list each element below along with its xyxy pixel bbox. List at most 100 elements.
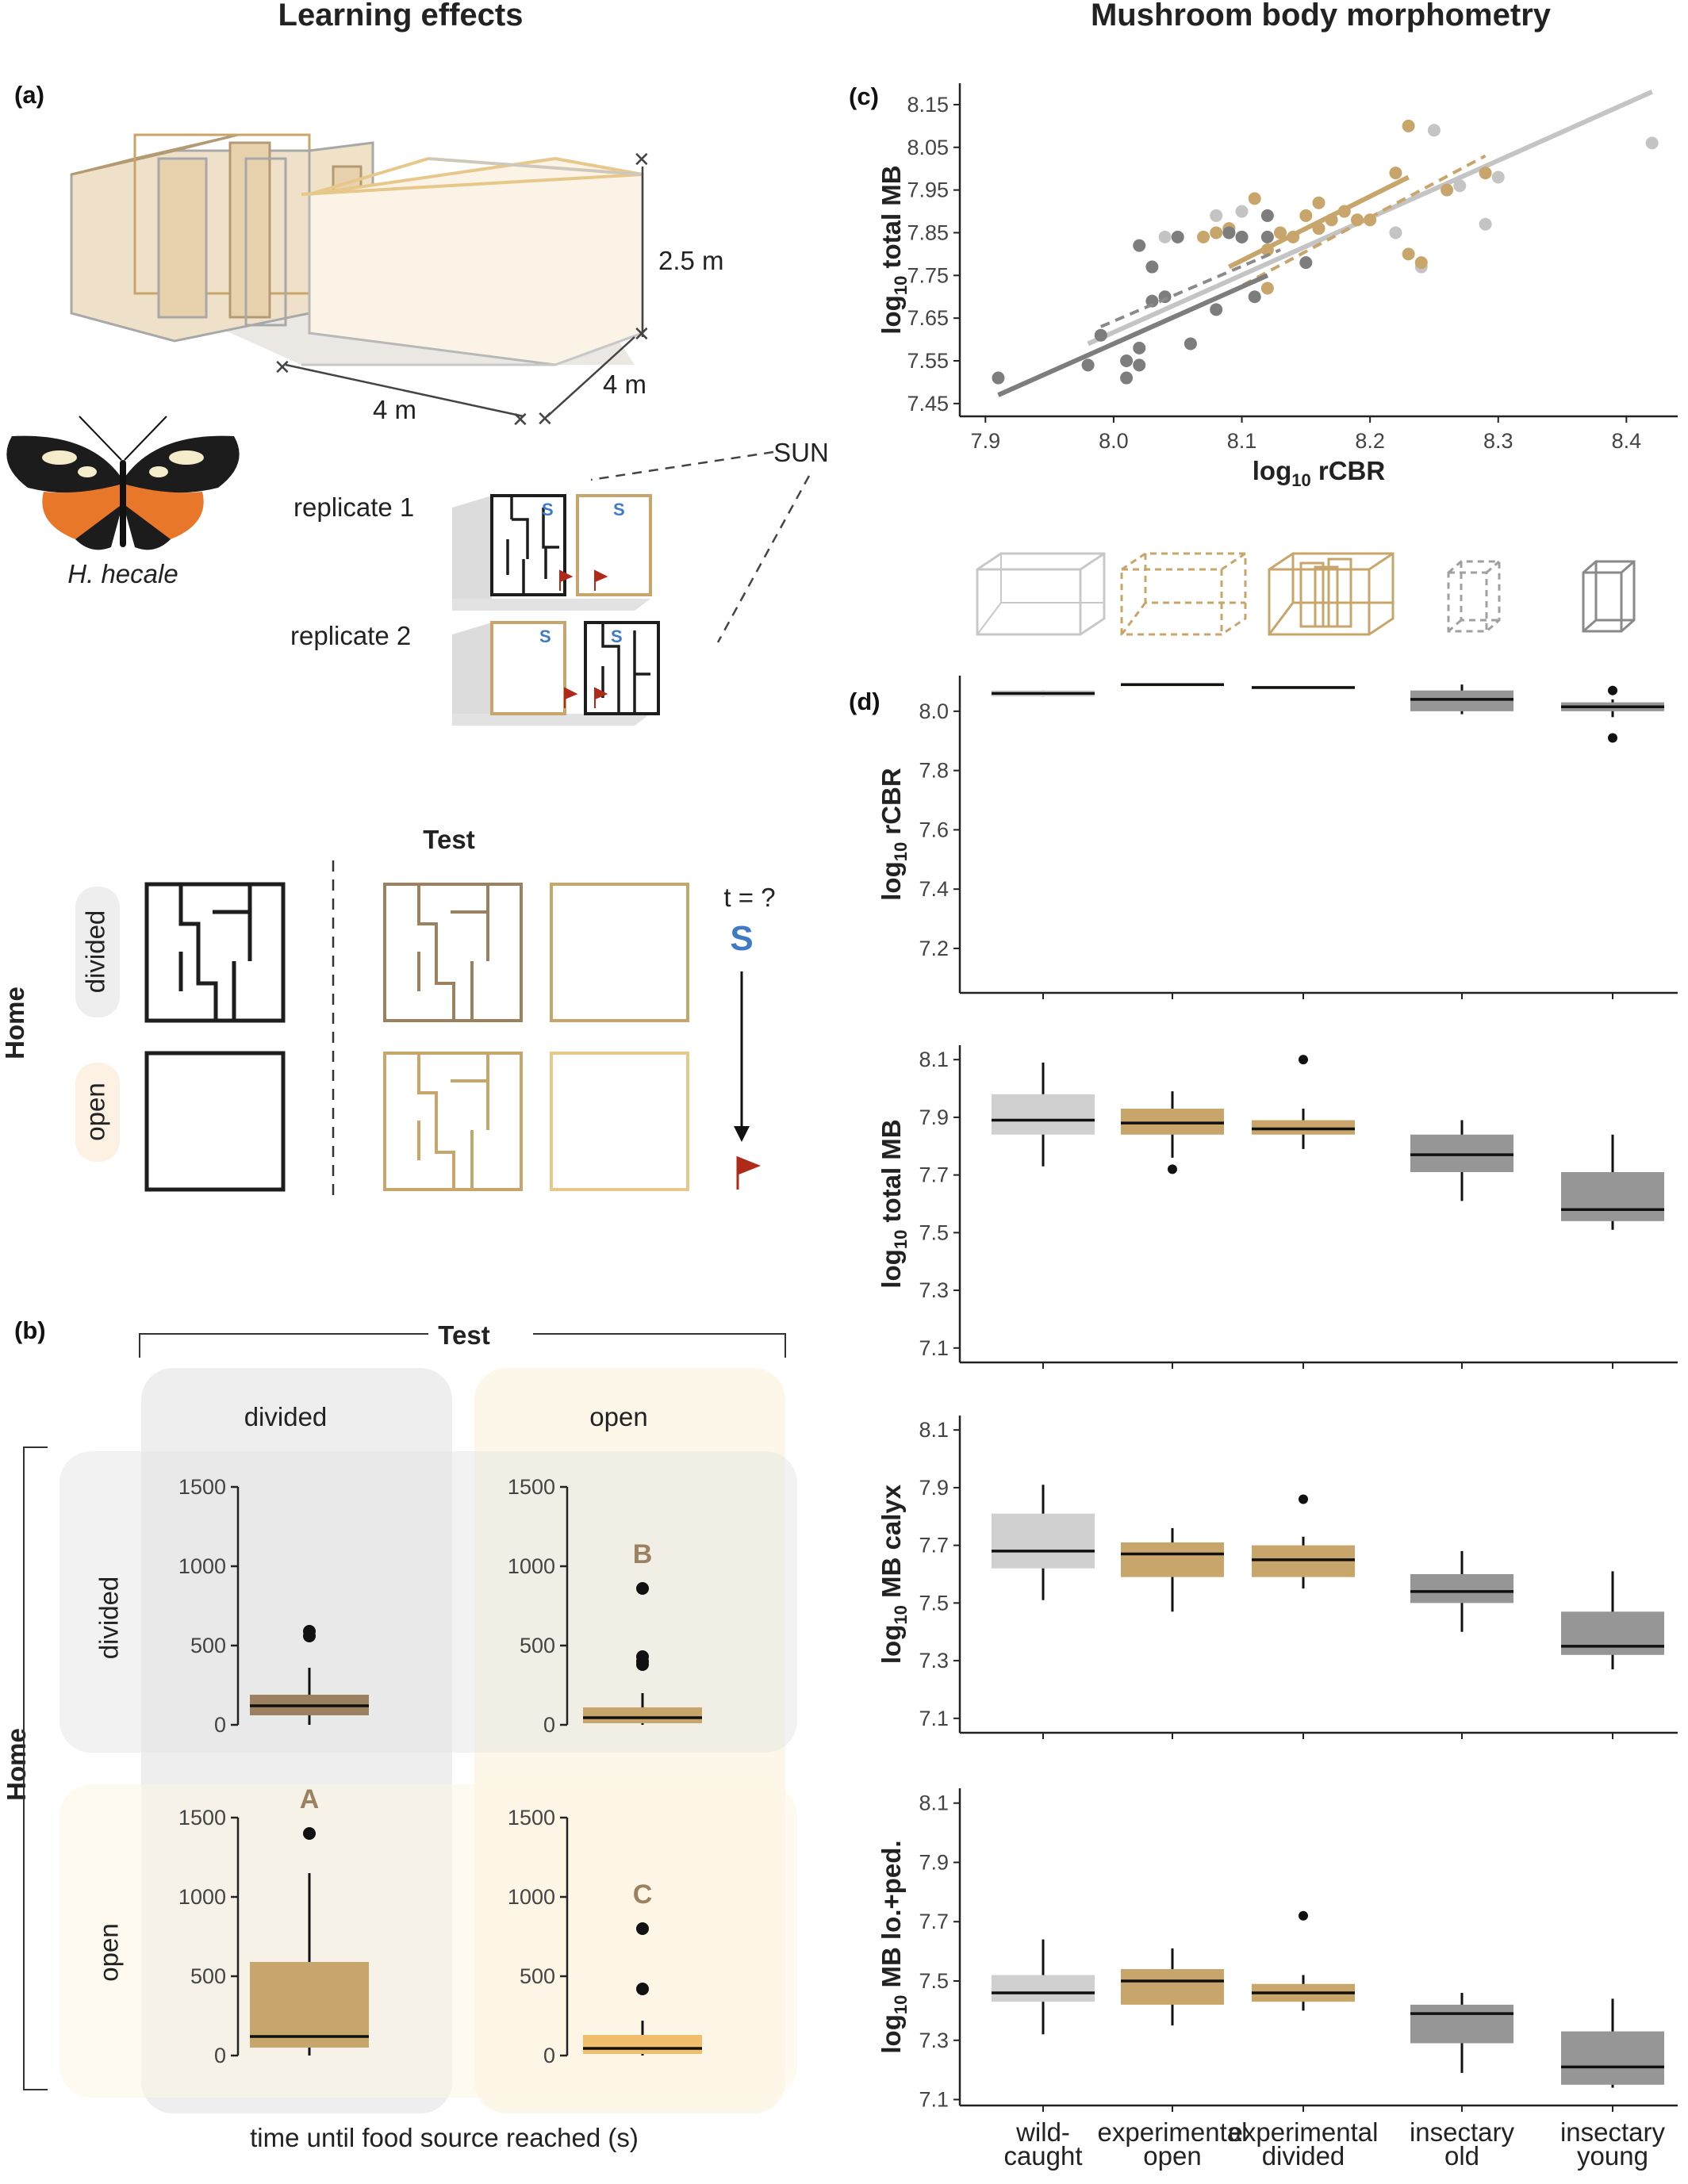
box-iqr bbox=[992, 1094, 1095, 1135]
dim-tick-icon: ✕ bbox=[633, 322, 650, 346]
outlier-point bbox=[636, 1650, 649, 1663]
y-tick-label: 7.3 bbox=[919, 1649, 949, 1672]
panel-c-label: (c) bbox=[849, 82, 879, 110]
outlier-point bbox=[303, 1827, 316, 1840]
x-category-line: young bbox=[1577, 2141, 1648, 2171]
y-tick-label: 500 bbox=[520, 1964, 555, 1988]
scatter-point bbox=[1260, 243, 1274, 256]
axis-label-name: MB calyx bbox=[877, 1484, 906, 1605]
x-axis-title: log10 rCBR bbox=[1253, 456, 1386, 490]
y-tick-label: 1500 bbox=[508, 1806, 555, 1830]
panel-b-test-heading: Test bbox=[438, 1320, 489, 1350]
axis-label-subscript: 10 bbox=[891, 1605, 911, 1624]
x-category-line: caught bbox=[1003, 2141, 1082, 2171]
scatter-point bbox=[1260, 230, 1274, 243]
scatter-point bbox=[1299, 209, 1313, 222]
fit-line bbox=[997, 273, 1269, 397]
x-category-line: experimental bbox=[1229, 2117, 1379, 2147]
flag-icon bbox=[594, 569, 608, 591]
test-heading: Test bbox=[423, 825, 474, 854]
y-tick-label: 7.5 bbox=[919, 1969, 949, 1993]
scatter-point bbox=[1145, 294, 1159, 308]
cage-legend-icons bbox=[976, 552, 1636, 636]
start-marker: S bbox=[611, 626, 623, 646]
replicate-1-shadow bbox=[452, 496, 492, 599]
test-open-box-2 bbox=[550, 1052, 689, 1191]
flag-icon bbox=[736, 1155, 762, 1190]
box-iqr bbox=[1561, 1611, 1664, 1655]
scatter-point bbox=[1402, 247, 1415, 261]
axis-label-subscript: 10 bbox=[891, 1995, 911, 2014]
cage-icon-experimental-divided bbox=[1268, 552, 1395, 636]
scatter-point bbox=[1081, 358, 1095, 372]
y-tick-label: 0 bbox=[543, 1713, 555, 1737]
replicate-1-diagram: S S bbox=[452, 494, 652, 611]
home-open-box bbox=[144, 1051, 286, 1192]
dim-depth-line bbox=[547, 336, 635, 417]
column-label-open: open bbox=[589, 1402, 647, 1431]
scatter-point bbox=[1491, 171, 1505, 184]
dim-width-line bbox=[285, 363, 524, 418]
cage-icon-insectary-young bbox=[1582, 560, 1636, 633]
x-category-line: experimental bbox=[1098, 2117, 1248, 2147]
scatter-point bbox=[1441, 183, 1454, 197]
axis-label-subscript: 10 bbox=[1291, 470, 1310, 490]
y-tick-label: 0 bbox=[214, 1713, 226, 1737]
y-tick-label: 0 bbox=[214, 2044, 226, 2067]
outlier-point bbox=[303, 1625, 316, 1638]
y-axis-title: log10 rCBR bbox=[877, 768, 911, 901]
scatter-point bbox=[1427, 124, 1441, 137]
axis-label-name: MB lo.+ped. bbox=[877, 1840, 906, 1994]
outlier-point bbox=[1608, 733, 1617, 743]
x-category-line: insectary bbox=[1560, 2117, 1666, 2147]
replicate-1-label: replicate 1 bbox=[293, 492, 414, 522]
outlier-point bbox=[1299, 1910, 1308, 1921]
y-tick-label: 7.9 bbox=[919, 1476, 949, 1500]
y-tick-label: 7.2 bbox=[919, 937, 949, 960]
open-cage-top-edge bbox=[301, 173, 643, 196]
y-tick-label: 7.5 bbox=[919, 1591, 949, 1615]
axis-label-log: log bbox=[877, 1249, 906, 1288]
outlier-point bbox=[1299, 1494, 1308, 1504]
box-iqr bbox=[250, 1962, 369, 2048]
y-axis-title: log10 MB calyx bbox=[877, 1484, 911, 1664]
dim-depth-label: 4 m bbox=[603, 370, 646, 399]
x-category-line: wild- bbox=[1015, 2117, 1070, 2147]
y-tick-label: 8.0 bbox=[919, 699, 949, 723]
y-tick-label: 1500 bbox=[178, 1475, 226, 1499]
scatter-point bbox=[1402, 119, 1415, 132]
row-band-open bbox=[59, 1784, 797, 2098]
box-iqr bbox=[1121, 1109, 1224, 1135]
open-row-label: open bbox=[81, 1082, 110, 1140]
home-bracket bbox=[23, 1446, 48, 2090]
butterfly-icon bbox=[6, 416, 240, 550]
panel-b-home-label: Home bbox=[2, 1728, 31, 1801]
row-band-divided bbox=[59, 1451, 797, 1753]
y-tick-label: 1500 bbox=[178, 1806, 226, 1830]
scatter-point bbox=[1325, 213, 1338, 227]
y-axis-title: log10 MB lo.+ped. bbox=[877, 1840, 911, 2053]
start-marker: S bbox=[539, 626, 551, 646]
flag-icon bbox=[559, 569, 574, 591]
scatter-point bbox=[1260, 209, 1274, 222]
y-tick-label: 7.1 bbox=[919, 1336, 949, 1360]
maze-walls bbox=[178, 884, 252, 1021]
x-category-line: open bbox=[1143, 2141, 1201, 2171]
panel-b-xlabel: time until food source reached (s) bbox=[250, 2123, 639, 2152]
scatter-point bbox=[1248, 192, 1261, 205]
scatter-point bbox=[1479, 167, 1492, 180]
dim-tick-icon: ✕ bbox=[536, 407, 554, 431]
y-tick-label: 7.7 bbox=[919, 1910, 949, 1933]
panel-a-label: (a) bbox=[14, 81, 44, 109]
axis-label-subscript: 10 bbox=[891, 276, 911, 295]
fit-line bbox=[1099, 248, 1281, 328]
x-category-line: insectary bbox=[1410, 2117, 1515, 2147]
y-tick-label: 500 bbox=[190, 1964, 226, 1988]
y-tick-label: 1500 bbox=[508, 1475, 555, 1499]
y-tick-label: 7.4 bbox=[919, 877, 949, 901]
sun-ray-1 bbox=[590, 450, 774, 481]
y-tick-label: 7.5 bbox=[919, 1220, 949, 1244]
x-tick-label: 7.9 bbox=[971, 429, 1001, 453]
